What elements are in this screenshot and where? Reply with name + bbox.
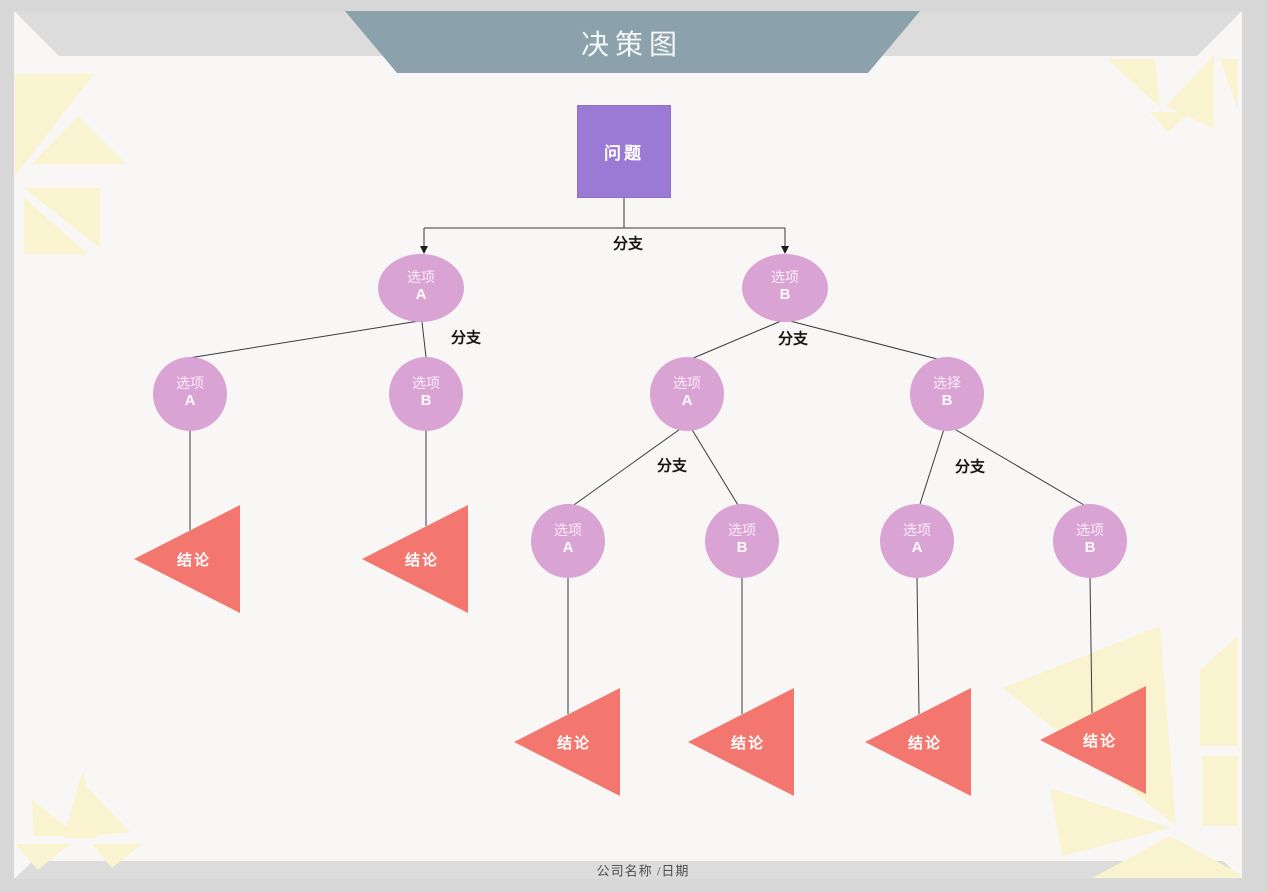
option-a-letter: A [415,286,427,304]
connector-to-conclusion-6 [1089,577,1093,714]
option-bbb-letter: B [1084,539,1096,557]
root-question-node[interactable]: 问题 [577,105,671,198]
connector-a-to-a [188,320,420,359]
branch-label-root[interactable]: 分支 [612,236,644,253]
connector-to-conclusion-5 [916,577,920,715]
choice-bb-letter: B [941,392,953,410]
option-ab-letter: B [420,392,432,410]
option-b-letter: B [779,286,791,304]
branch-label-option-a[interactable]: 分支 [450,330,482,347]
option-a-label: 选项 [407,270,435,286]
option-aa-node[interactable]: 选项 A [153,357,227,431]
footer-text[interactable]: 公司名称 /日期 [596,863,690,879]
option-bab-letter: B [736,539,748,557]
option-bbb-node[interactable]: 选项 B [1053,504,1127,578]
bottom-frame-band [14,861,1242,879]
option-ba-node[interactable]: 选项 A [650,357,724,431]
option-baa-node[interactable]: 选项 A [531,504,605,578]
corner-decor-top-right [1107,55,1238,132]
branch-label-option-b[interactable]: 分支 [777,331,809,348]
page-title[interactable]: 决策图 [580,30,684,61]
arrowhead-option-b [781,246,789,254]
connector-ba-to-a [570,426,684,508]
choice-bb-label: 选择 [933,376,961,392]
connector-b-to-b [789,320,942,361]
title-banner [345,11,920,73]
option-bab-label: 选项 [728,523,756,539]
corner-decor-bottom-left [15,770,142,870]
option-ba-letter: A [681,392,693,410]
branch-label-bb[interactable]: 分支 [954,459,986,476]
connector-lines [188,198,1093,715]
connector-ba-to-b [690,427,739,506]
option-bab-node[interactable]: 选项 B [705,504,779,578]
option-a-node[interactable]: 选项 A [378,254,464,322]
option-bbb-label: 选项 [1076,523,1104,539]
option-aa-letter: A [184,392,196,410]
option-bba-letter: A [911,539,923,557]
choice-bb-node[interactable]: 选择 B [910,357,984,431]
option-bba-label: 选项 [903,523,931,539]
connector-bb-to-b [950,426,1085,506]
connector-bb-to-a [919,428,945,505]
connector-b-to-a [690,320,782,360]
option-aa-label: 选项 [176,376,204,392]
corner-decor-top-left [15,74,126,254]
option-ab-node[interactable]: 选项 B [389,357,463,431]
option-bba-node[interactable]: 选项 A [880,504,954,578]
option-b-label: 选项 [771,270,799,286]
branch-label-ba[interactable]: 分支 [656,458,688,475]
arrowhead-option-a [420,246,428,254]
option-ba-label: 选项 [673,376,701,392]
option-baa-label: 选项 [554,523,582,539]
option-ab-label: 选项 [412,376,440,392]
connector-a-to-b [421,321,427,358]
option-b-node[interactable]: 选项 B [742,254,828,322]
option-baa-letter: A [562,539,574,557]
